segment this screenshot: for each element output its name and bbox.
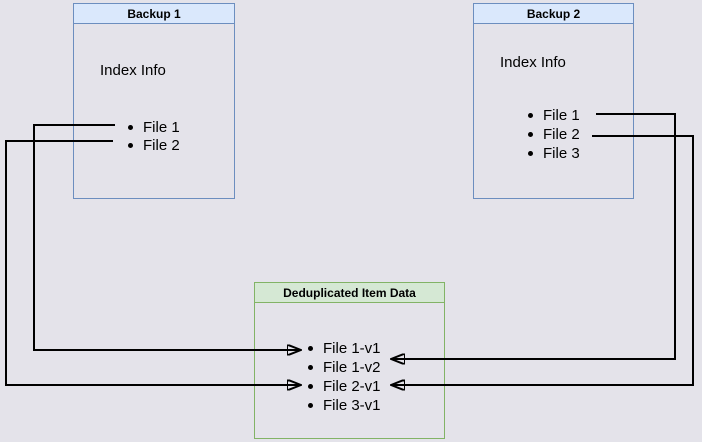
bullet-icon (308, 384, 313, 389)
backup1-header: Backup 1 (74, 4, 234, 24)
bullet-icon (308, 346, 313, 351)
backup2-title: Backup 2 (526, 7, 581, 21)
item-label: File 1-v2 (323, 359, 381, 376)
bullet-icon (528, 151, 533, 156)
dedup-file-list: File 1-v1 File 1-v2 File 2-v1 File 3-v1 (255, 339, 444, 415)
backup1-title: Backup 1 (127, 7, 181, 21)
list-item: File 2 (74, 136, 234, 154)
list-item: File 1 (74, 118, 234, 136)
item-label: File 1 (143, 118, 180, 136)
item-label: File 3 (543, 145, 580, 162)
item-label: File 2-v1 (323, 378, 381, 395)
list-item: File 1-v1 (255, 339, 444, 358)
list-item: File 3-v1 (255, 396, 444, 415)
item-label: File 1-v1 (323, 340, 381, 357)
bullet-icon (308, 365, 313, 370)
list-item: File 1 (474, 106, 633, 125)
bullet-icon (528, 113, 533, 118)
item-label: File 2 (543, 126, 580, 143)
item-label: File 1 (543, 107, 580, 124)
list-item: File 3 (474, 144, 633, 163)
dedup-header: Deduplicated Item Data (255, 283, 444, 303)
backup2-index-info-label: Index Info (500, 54, 566, 71)
backup1-box: Backup 1 Index Info File 1 File 2 (73, 3, 235, 199)
bullet-icon (308, 403, 313, 408)
backup1-index-info-label: Index Info (100, 62, 166, 79)
backup2-box: Backup 2 Index Info File 1 File 2 File 3 (473, 3, 634, 199)
dedup-box: Deduplicated Item Data File 1-v1 File 1-… (254, 282, 445, 439)
item-label: File 3-v1 (323, 397, 381, 414)
bullet-icon (128, 142, 133, 148)
backup1-file-list: File 1 File 2 (74, 118, 234, 154)
backup2-file-list: File 1 File 2 File 3 (474, 106, 633, 163)
item-label: File 2 (143, 136, 180, 154)
bullet-icon (528, 132, 533, 137)
dedup-title: Deduplicated Item Data (283, 286, 416, 300)
backup2-header: Backup 2 (474, 4, 633, 24)
list-item: File 2 (474, 125, 633, 144)
list-item: File 2-v1 (255, 377, 444, 396)
list-item: File 1-v2 (255, 358, 444, 377)
bullet-icon (128, 124, 133, 130)
